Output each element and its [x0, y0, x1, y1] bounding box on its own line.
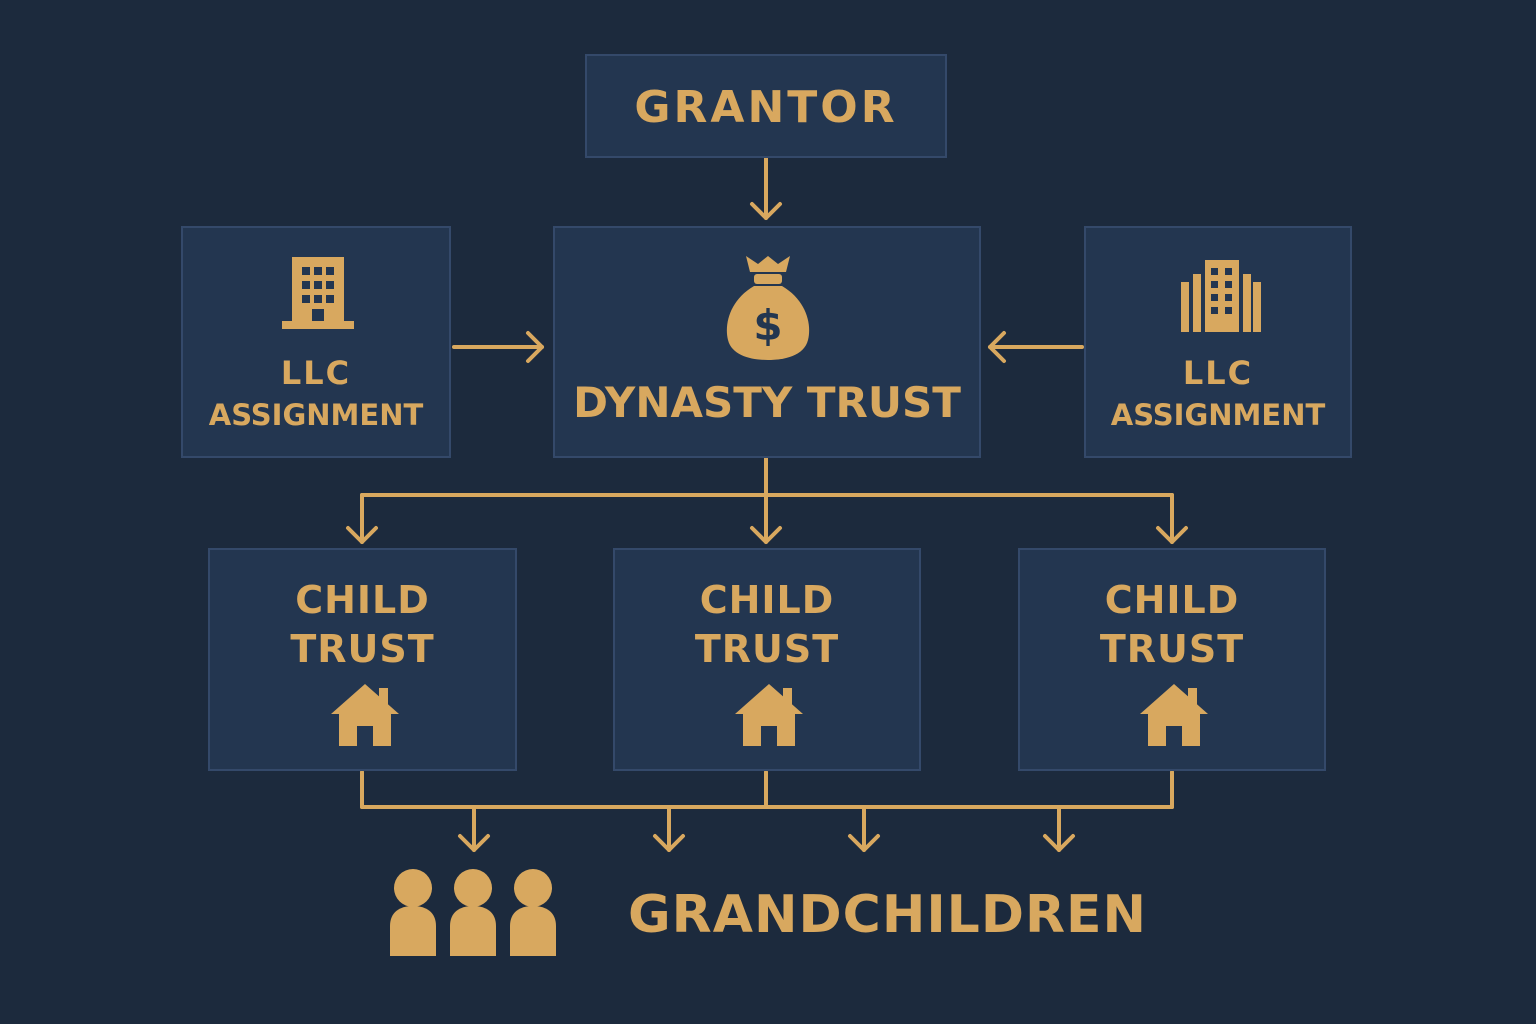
money-bag-icon: $ [726, 256, 810, 360]
child-trust-line1: CHILD [699, 578, 835, 622]
child-trust-box: CHILD TRUST [208, 548, 517, 771]
arrow-llc-right-to-dynasty [988, 331, 1084, 363]
house-icon [331, 684, 399, 746]
arrow-llc-left-to-dynasty [452, 331, 544, 363]
arrow-dynasty-to-children [346, 456, 1188, 544]
arrow-grantor-to-dynasty [750, 156, 782, 220]
child-trust-line2: TRUST [694, 627, 840, 671]
svg-text:$: $ [753, 301, 782, 350]
grantor-box: GRANTOR [585, 54, 947, 158]
llc-left-line2: ASSIGNMENT [208, 398, 424, 432]
child-trust-box: CHILD TRUST [1018, 548, 1326, 771]
child-trust-box: CHILD TRUST [613, 548, 921, 771]
buildings-icon [1181, 260, 1261, 332]
house-icon [1140, 684, 1208, 746]
arrow-children-to-grandchildren [360, 770, 1174, 852]
child-trust-line1: CHILD [1104, 578, 1240, 622]
llc-left-box: LLC ASSIGNMENT [181, 226, 451, 458]
people-icon [390, 869, 556, 956]
dynasty-trust-box: $ DYNASTY TRUST [553, 226, 981, 458]
dynasty-trust-label: DYNASTY TRUST [573, 378, 961, 427]
child-trust-line2: TRUST [290, 627, 435, 671]
llc-right-line2: ASSIGNMENT [1110, 398, 1326, 432]
llc-right-line1: LLC [1182, 354, 1254, 392]
child-trust-line1: CHILD [295, 578, 430, 622]
house-icon [735, 684, 803, 746]
grandchildren-label: GRANDCHILDREN [628, 885, 1148, 945]
llc-left-line1: LLC [280, 354, 352, 392]
office-building-icon [282, 257, 354, 329]
llc-right-box: LLC ASSIGNMENT [1084, 226, 1352, 458]
child-trust-line2: TRUST [1099, 627, 1245, 671]
grantor-label: GRANTOR [634, 82, 898, 133]
